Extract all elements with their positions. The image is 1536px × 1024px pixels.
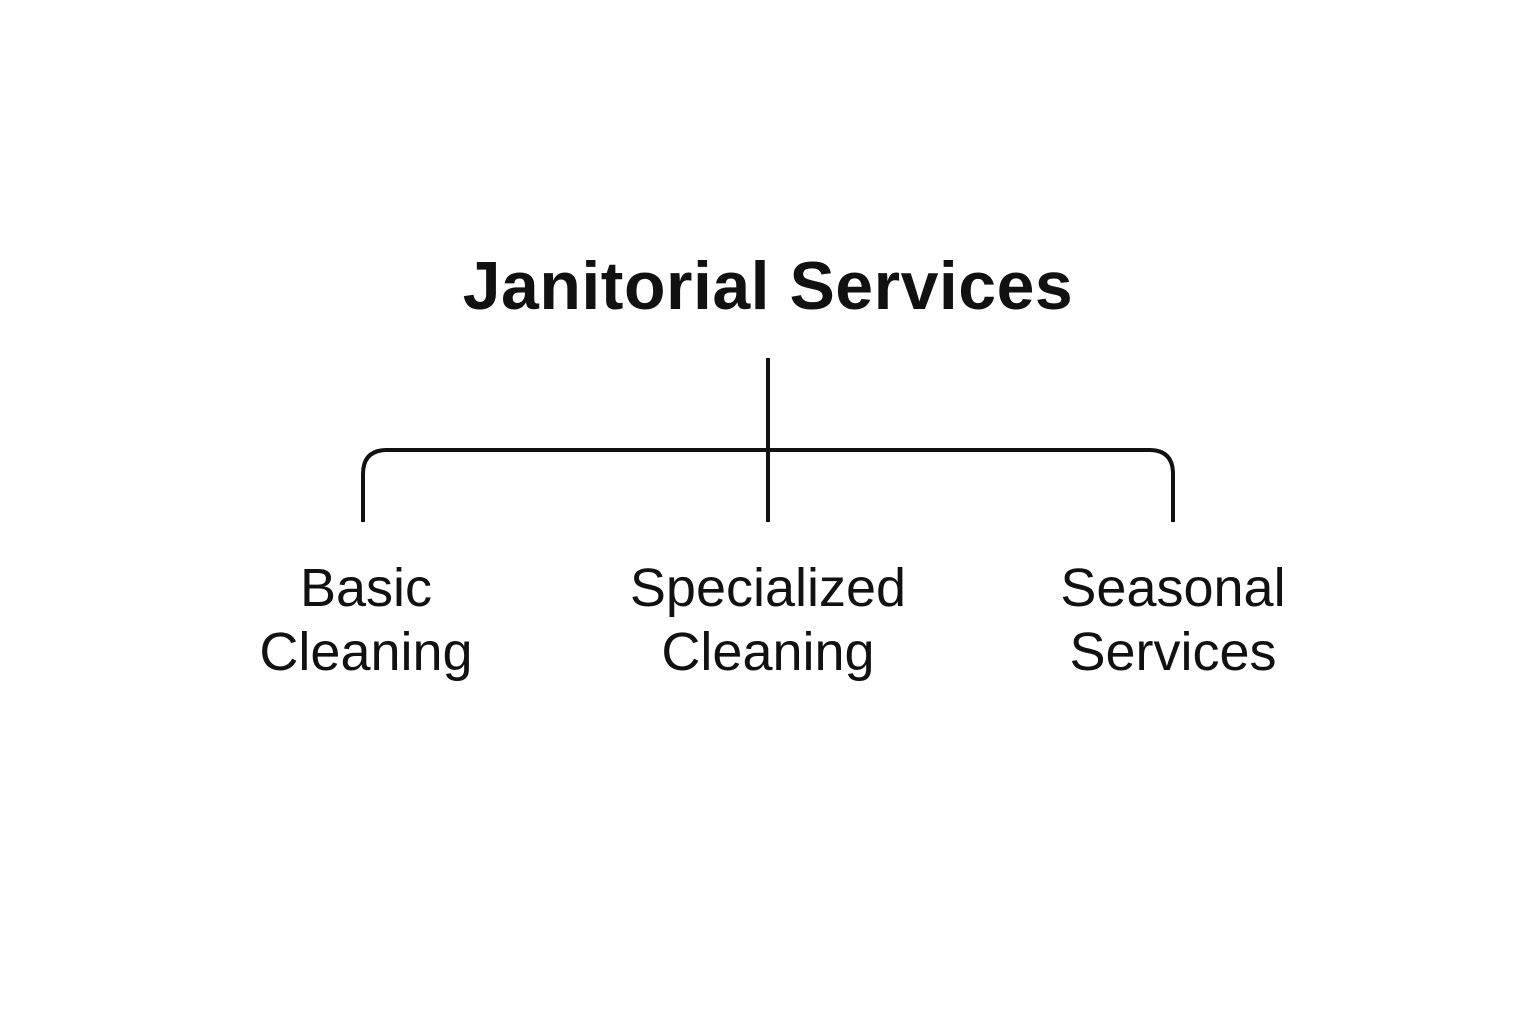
child-node-seasonal-services: Seasonal Services xyxy=(973,556,1373,684)
child-node-specialized-cleaning: Specialized Cleaning xyxy=(568,556,968,684)
child-node-line2: Cleaning xyxy=(259,622,473,682)
child-node-basic-cleaning: Basic Cleaning xyxy=(166,556,566,684)
child-node-line2: Cleaning xyxy=(661,622,875,682)
child-node-line1: Basic xyxy=(299,558,433,618)
child-node-line2: Services xyxy=(1069,622,1277,682)
root-node-title: Janitorial Services xyxy=(462,248,1074,324)
child-node-line1: Specialized xyxy=(629,558,907,618)
child-node-line1: Seasonal xyxy=(1060,558,1286,618)
branch-bracket-connector xyxy=(361,448,1175,522)
